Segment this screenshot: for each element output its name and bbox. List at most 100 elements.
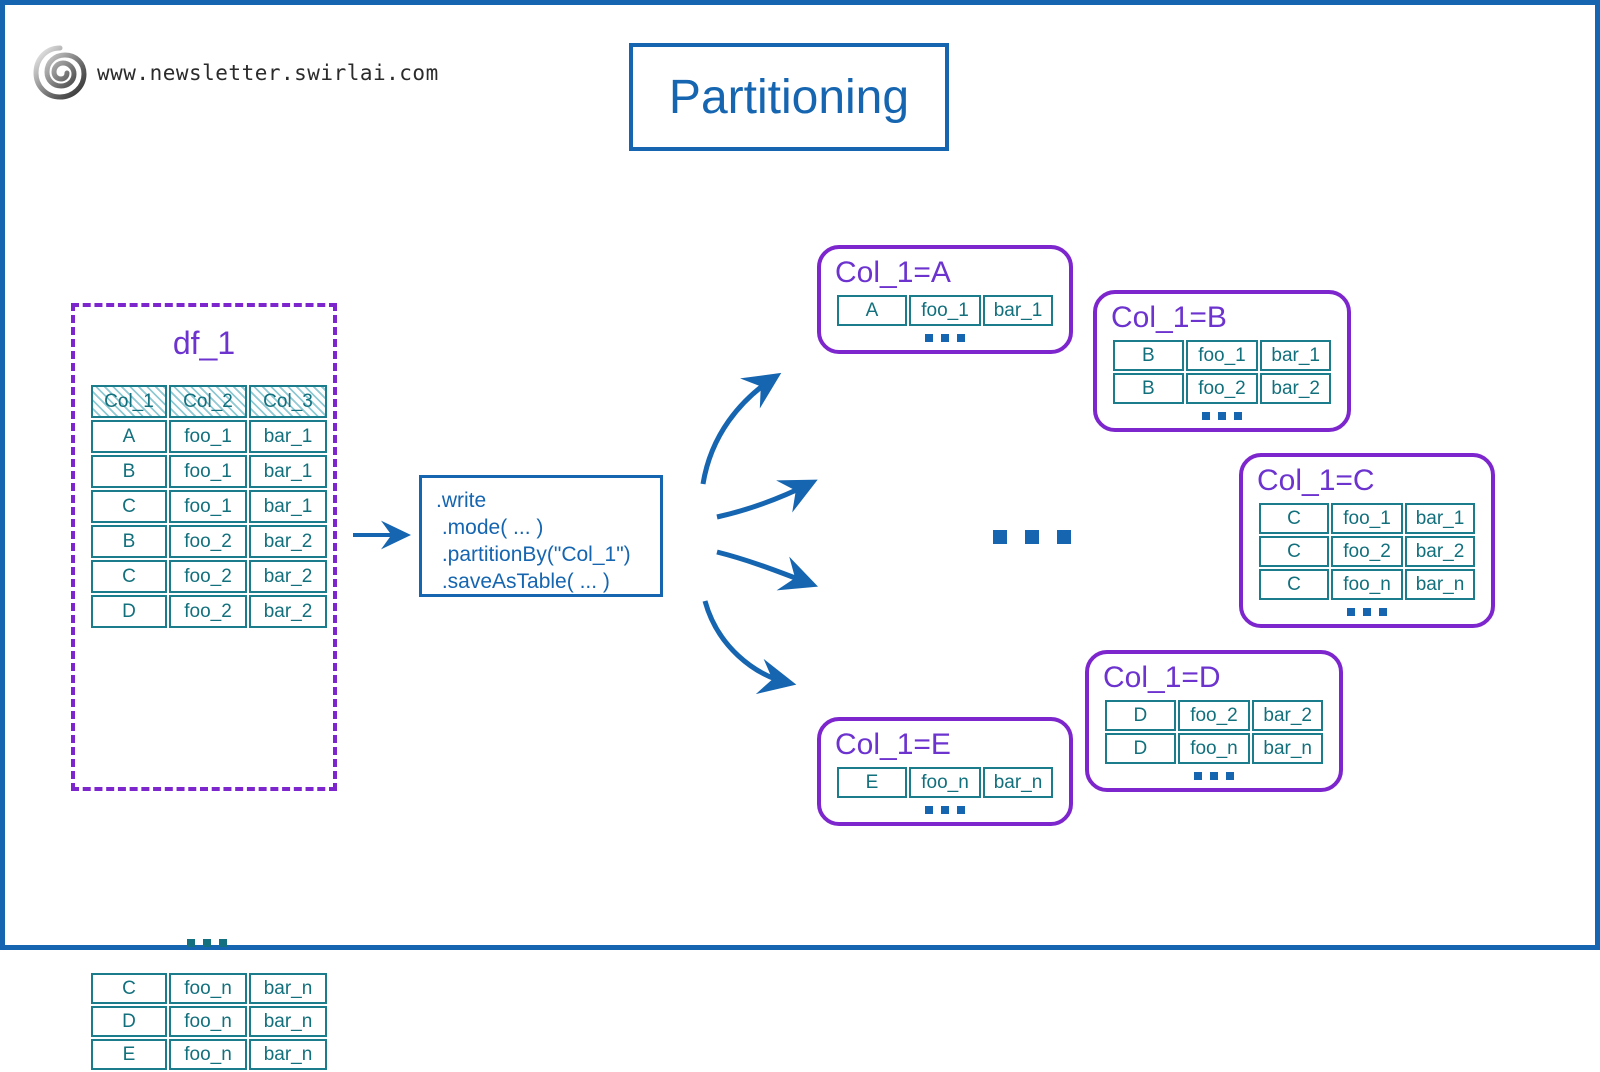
table-cell: foo_1 [908, 295, 982, 326]
more-partitions-ellipsis [993, 530, 1071, 544]
partition-ellipsis [1257, 608, 1477, 616]
table-cell: foo_1 [169, 420, 247, 453]
table-cell: bar_2 [1252, 700, 1323, 731]
table-cell: foo_2 [1330, 536, 1404, 567]
source-dataframe-ellipsis [89, 939, 325, 947]
table-cell: foo_n [908, 767, 982, 798]
table-cell: bar_n [1405, 569, 1475, 600]
table-cell: bar_2 [1260, 373, 1331, 404]
table-cell: foo_n [169, 973, 247, 1004]
table-cell: bar_1 [1405, 503, 1475, 534]
table-cell: A [837, 295, 907, 326]
table-cell: E [837, 767, 907, 798]
spiral-logo-icon [33, 45, 89, 101]
table-cell: C [1259, 536, 1329, 567]
table-cell: foo_1 [1330, 503, 1404, 534]
table-cell: foo_2 [1177, 700, 1251, 731]
table-cell: foo_2 [169, 560, 247, 593]
table-cell: bar_1 [249, 490, 327, 523]
column-header-cell: Col_3 [249, 385, 327, 418]
table-cell: bar_n [1252, 733, 1323, 764]
table-cell: bar_2 [249, 525, 327, 558]
arrow-code-to-a [700, 372, 782, 485]
partition-label: Col_1=B [1111, 301, 1227, 334]
code-line: .saveAsTable( ... ) [436, 570, 610, 593]
table-cell: B [91, 455, 167, 488]
table-cell: D [1105, 700, 1176, 731]
source-dataframe-title: df_1 [172, 325, 236, 361]
table-cell: bar_n [249, 973, 327, 1004]
table-cell: foo_n [169, 1006, 247, 1037]
table-cell: C [91, 490, 167, 523]
table-cell: foo_n [1177, 733, 1251, 764]
table-cell: bar_2 [249, 560, 327, 593]
page-title-box: Partitioning [629, 43, 949, 151]
code-line: .write [436, 489, 487, 512]
table-cell: bar_2 [249, 595, 327, 628]
arrow-code-to-b [716, 479, 818, 520]
table-cell: E [91, 1039, 167, 1070]
code-line: .mode( ... ) [436, 516, 544, 539]
table-cell: D [1105, 733, 1176, 764]
table-cell: bar_1 [249, 420, 327, 453]
table-cell: C [1259, 569, 1329, 600]
partition-label: Col_1=D [1103, 661, 1221, 694]
partition-ellipsis [835, 334, 1055, 342]
table-cell: bar_1 [983, 295, 1053, 326]
table-cell: foo_1 [1185, 340, 1259, 371]
table-cell: bar_n [983, 767, 1053, 798]
table-cell: bar_1 [1260, 340, 1331, 371]
table-cell: foo_2 [1185, 373, 1259, 404]
table-cell: D [91, 595, 167, 628]
page-title: Partitioning [668, 70, 910, 124]
arrow-code-to-d [716, 549, 819, 591]
table-cell: B [91, 525, 167, 558]
arrow-code-to-e [702, 600, 797, 695]
flow-arrows [353, 372, 819, 695]
table-cell: B [1113, 340, 1184, 371]
table-cell: foo_2 [169, 595, 247, 628]
column-header-cell: Col_2 [169, 385, 247, 418]
partition-label: Col_1=A [835, 256, 951, 289]
table-cell: foo_n [1330, 569, 1404, 600]
partition-ellipsis [835, 806, 1055, 814]
partition-ellipsis [1111, 412, 1333, 420]
table-cell: D [91, 1006, 167, 1037]
code-line: .partitionBy("Col_1") [436, 543, 631, 566]
table-cell: B [1113, 373, 1184, 404]
table-cell: foo_n [169, 1039, 247, 1070]
table-cell: bar_n [249, 1039, 327, 1070]
partition-label: Col_1=E [835, 728, 951, 761]
partition-label: Col_1=C [1257, 464, 1375, 497]
table-cell: foo_1 [169, 455, 247, 488]
table-cell: foo_1 [169, 490, 247, 523]
table-cell: C [1259, 503, 1329, 534]
